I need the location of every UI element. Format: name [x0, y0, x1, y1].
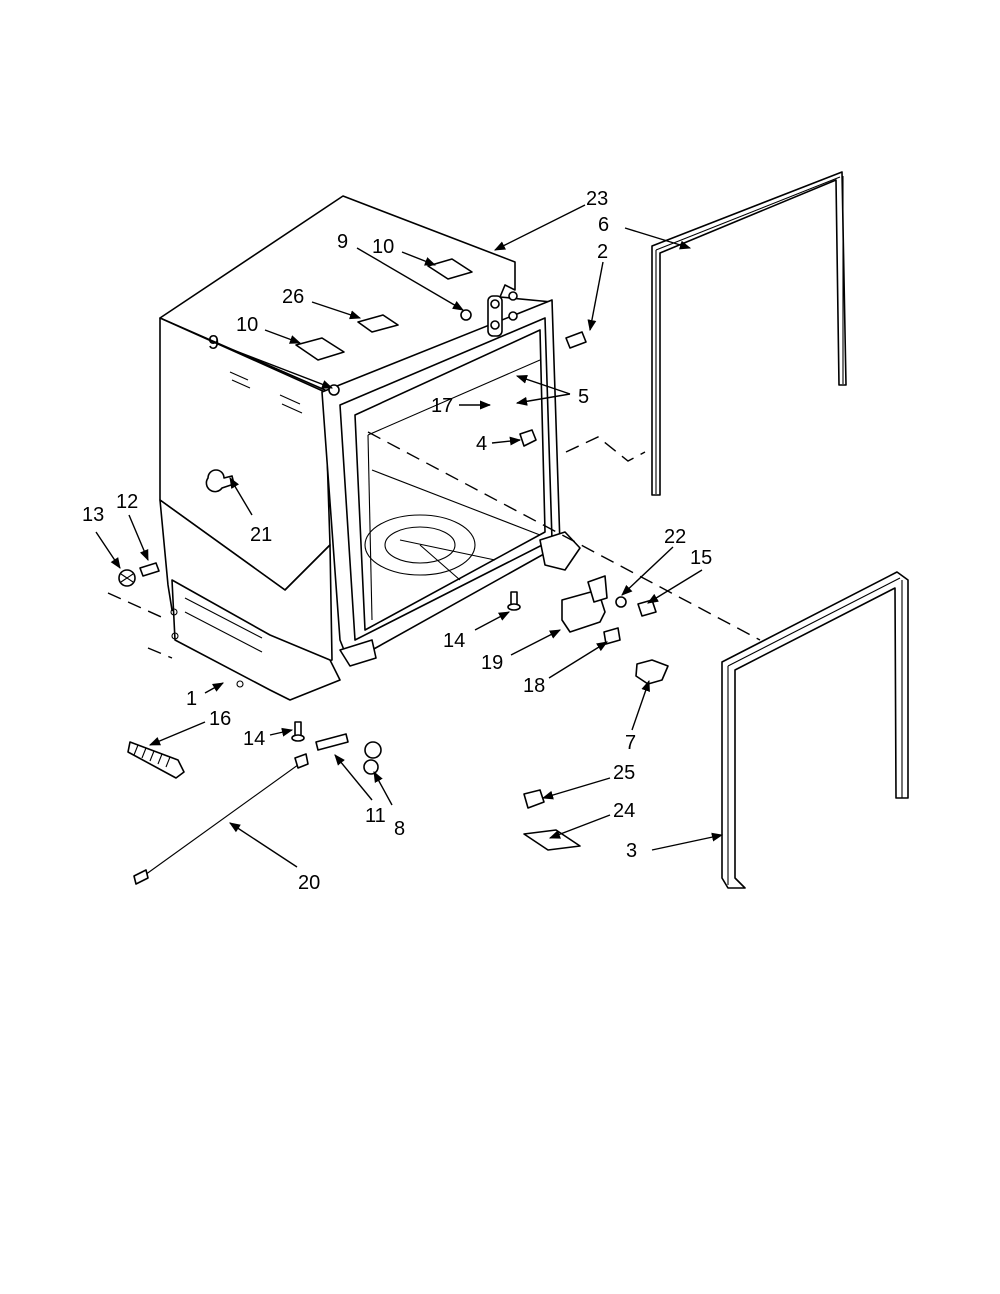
callout-23: 23: [586, 188, 608, 210]
callout-14: 14: [443, 630, 465, 652]
callout-18: 18: [523, 675, 545, 697]
door-gasket-part-3: [721, 571, 909, 889]
callout-10: 10: [236, 314, 258, 336]
callout-20: 20: [298, 872, 320, 894]
callout-11: 11: [365, 805, 386, 827]
callout-12: 12: [116, 491, 138, 513]
callout-22: 22: [664, 526, 686, 548]
callout-10: 10: [372, 236, 394, 258]
callout-24: 24: [613, 800, 635, 822]
callout-4: 4: [476, 433, 487, 455]
callout-26: 26: [282, 286, 304, 308]
callout-6: 6: [598, 214, 609, 236]
callout-15: 15: [690, 547, 712, 569]
small-parts: [118, 562, 669, 885]
callout-25: 25: [613, 762, 635, 784]
callout-9: 9: [208, 332, 219, 354]
callout-14: 14: [243, 728, 265, 750]
callout-21: 21: [250, 524, 272, 546]
callout-7: 7: [625, 732, 636, 754]
leader-lines: [95, 204, 724, 868]
tub-assembly: [159, 195, 587, 701]
callout-8: 8: [394, 818, 405, 840]
callout-5: 5: [578, 386, 589, 408]
side-gasket-part-6: [651, 171, 847, 496]
callout-13: 13: [82, 504, 104, 526]
callout-1: 1: [186, 688, 197, 710]
callout-3: 3: [626, 840, 637, 862]
callout-labels: 23 6 2 10 9 26 10 9 5 17 4 21 13 12 22 1…: [82, 188, 712, 894]
alignment-lines: [107, 431, 761, 659]
callout-19: 19: [481, 652, 503, 674]
callout-16: 16: [209, 708, 231, 730]
callout-2: 2: [597, 241, 608, 263]
callout-9: 9: [337, 231, 348, 253]
callout-17: 17: [431, 395, 453, 417]
